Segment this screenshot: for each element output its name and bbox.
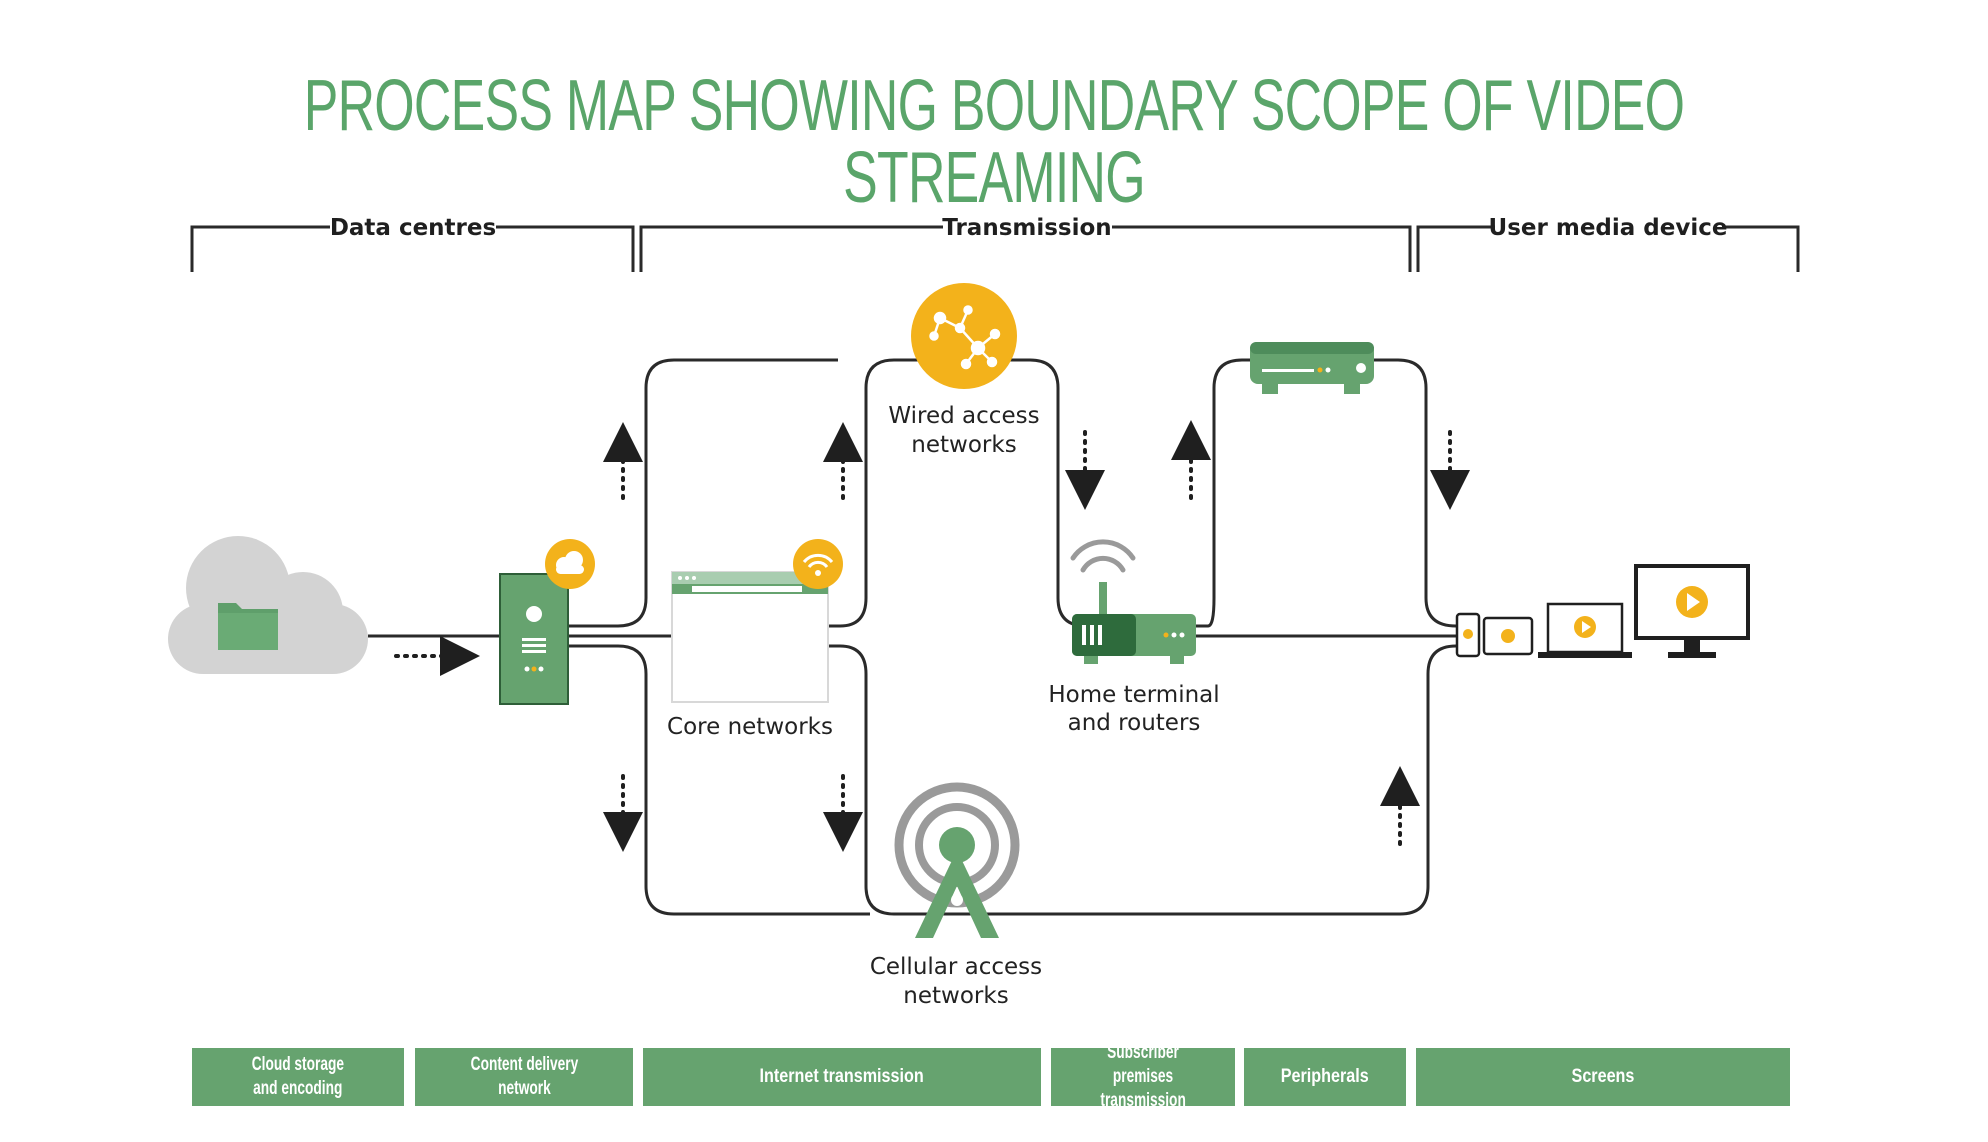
- phone-icon: [1455, 612, 1481, 658]
- home-terminal-label-line2: and routers: [1068, 710, 1201, 736]
- flow-arrows: [394, 420, 1470, 852]
- cellular-access-label-line2: networks: [903, 983, 1008, 1009]
- wifi-signal-icon: [1070, 539, 1136, 573]
- bracket-transmission: [639, 225, 1412, 272]
- section-label-user-media-device: User media device: [1489, 215, 1728, 241]
- home-terminal-label-line1: Home terminal: [1048, 682, 1219, 708]
- bar-internet-transmission: Internet transmission: [643, 1048, 1041, 1106]
- bracket-data-centres: [190, 225, 635, 272]
- wired-access-label-line2: networks: [911, 432, 1016, 458]
- section-label-transmission: Transmission: [942, 215, 1111, 241]
- section-brackets: [190, 225, 1800, 272]
- wired-access-label-line1: Wired access: [888, 403, 1039, 429]
- wifi-badge-icon: [793, 539, 843, 589]
- cellular-access-label-line1: Cellular access: [870, 954, 1042, 980]
- router-icon: [1072, 582, 1196, 664]
- server-icon: [499, 573, 569, 705]
- cloud-badge-icon: [545, 539, 595, 589]
- bar-peripherals: Peripherals: [1244, 1048, 1406, 1106]
- set-top-box-icon: [1250, 342, 1374, 394]
- network-hub-icon: [911, 283, 1017, 389]
- cell-tower-icon: [894, 782, 1020, 938]
- core-networks-label: Core networks: [667, 714, 833, 740]
- cloud-icon: [168, 536, 368, 674]
- bracket-user-media-device: [1416, 225, 1800, 272]
- folder-icon: [218, 603, 278, 650]
- tablet-icon: [1482, 616, 1534, 656]
- page-title: PROCESS MAP SHOWING BOUNDARY SCOPE OF VI…: [303, 66, 1685, 218]
- browser-icon: [671, 571, 829, 703]
- monitor-icon: [1634, 564, 1750, 658]
- laptop-icon: [1538, 602, 1632, 658]
- bar-screens: Screens: [1416, 1048, 1790, 1106]
- section-label-data-centres: Data centres: [330, 215, 496, 241]
